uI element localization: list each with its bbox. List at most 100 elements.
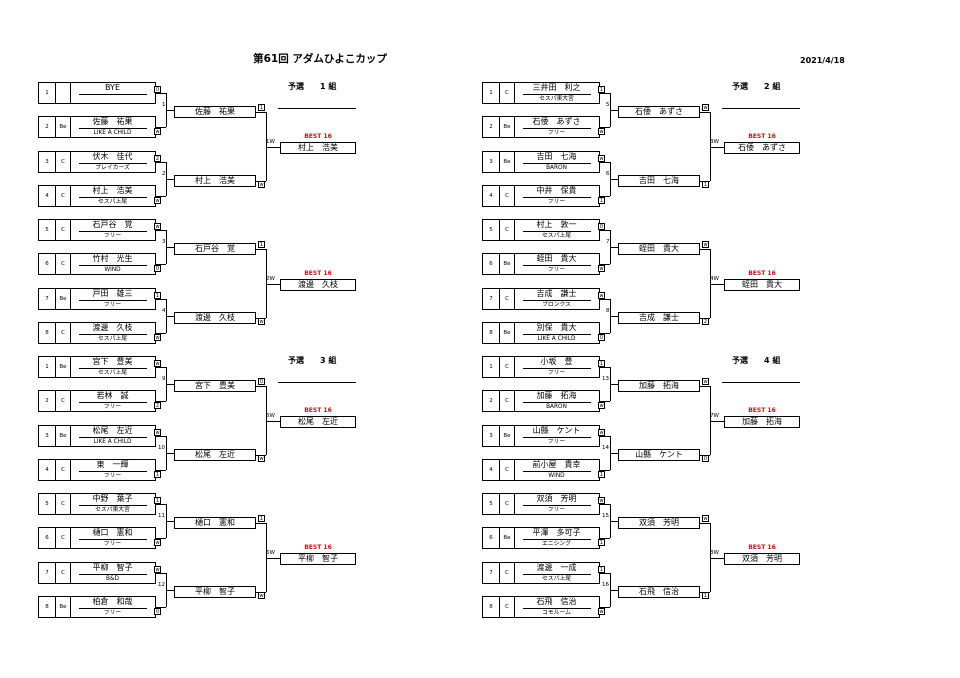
- rank-badge: C: [56, 220, 71, 240]
- bracket-line: [266, 386, 267, 455]
- rank-badge: C: [56, 254, 71, 274]
- player-name: 渡邊 久枝: [92, 323, 133, 332]
- player-name: 村上 浩美: [92, 186, 133, 195]
- bracket-line: [266, 558, 280, 559]
- bracket-line: [610, 521, 620, 522]
- name-underline: [79, 368, 147, 369]
- match-winner: 佐藤 祐果: [174, 106, 256, 118]
- rank-badge: Be: [56, 597, 71, 617]
- final-match-number: 4W: [710, 276, 719, 282]
- bracket-line: [600, 367, 610, 368]
- seed-number: 4: [483, 186, 500, 206]
- name-underline: [523, 163, 591, 164]
- bracket-line: [256, 455, 266, 456]
- bracket-line: [600, 504, 610, 505]
- name-underline: [523, 334, 591, 335]
- rank-badge: Be: [56, 357, 71, 377]
- event-date: 2021/4/18: [800, 56, 845, 65]
- bracket-line: [700, 318, 710, 319]
- bracket-line: [156, 230, 166, 231]
- club-name: フリー: [103, 610, 122, 616]
- player-name: 佐藤 祐果: [92, 117, 133, 126]
- bracket-line: [710, 147, 724, 148]
- player-name: 松尾 左近: [92, 426, 133, 435]
- bracket-line: [256, 592, 266, 593]
- club-name: B&D: [106, 576, 119, 582]
- player-name: 三井田 利之: [532, 83, 581, 92]
- best16-label: BEST 16: [304, 270, 332, 277]
- seed-number: 8: [39, 323, 56, 343]
- match-winner: 渡邊 久枝: [174, 312, 256, 324]
- club-name: ブロンクス: [542, 302, 571, 308]
- player-name: 樋口 憲和: [92, 528, 133, 537]
- club-name: セスパ上尾: [542, 233, 571, 239]
- score-box: 1: [154, 471, 161, 478]
- match-winner: 石倭 あずさ: [618, 106, 700, 118]
- seed-number: 3: [483, 426, 500, 446]
- club-name: フリー: [547, 130, 566, 136]
- bracket-line: [266, 112, 267, 181]
- seed-number: 4: [39, 186, 56, 206]
- rank-badge: C: [56, 186, 71, 206]
- block-winner: 蛭田 貴大: [724, 279, 800, 291]
- seed-number: 2: [39, 117, 56, 137]
- match-winner: 石戸谷 覚: [174, 243, 256, 255]
- score-box: w: [598, 128, 605, 135]
- bracket-line: [610, 453, 620, 454]
- score-box: 1: [258, 104, 265, 111]
- name-underline: [79, 265, 147, 266]
- name-underline: [523, 368, 591, 369]
- club-name: BARON: [546, 165, 567, 171]
- rank-badge: Be: [500, 254, 515, 274]
- bracket-line: [166, 179, 176, 180]
- player-name: 渡邊 一成: [536, 563, 577, 572]
- final-match-number: 7W: [710, 413, 719, 419]
- seed-number: 8: [483, 597, 500, 617]
- seed-number: 3: [39, 152, 56, 172]
- best16-label: BEST 16: [748, 270, 776, 277]
- player-name: 山縣 ケント: [532, 426, 581, 435]
- player-name: 石飛 信治: [536, 597, 577, 606]
- club-name: LIKE A CHILD: [93, 130, 132, 136]
- score-box: w: [258, 181, 265, 188]
- club-name: セスパ上尾: [98, 199, 127, 205]
- rank-badge: Be: [56, 289, 71, 309]
- name-underline: [79, 334, 147, 335]
- best16-label: BEST 16: [304, 133, 332, 140]
- rank-badge: C: [56, 391, 71, 411]
- bracket-line: [700, 386, 710, 387]
- seed-number: 7: [483, 563, 500, 583]
- bracket-line: [710, 284, 724, 285]
- match-number: 6: [606, 171, 610, 177]
- bracket-line: [610, 179, 620, 180]
- name-underline: [523, 94, 591, 95]
- player-name: 双須 芳明: [536, 494, 577, 503]
- bracket-line: [600, 196, 610, 197]
- name-underline: [79, 402, 147, 403]
- seed-number: 2: [39, 391, 56, 411]
- seed-number: 2: [483, 117, 500, 137]
- bracket-line: [600, 299, 610, 300]
- bracket-line: [600, 607, 610, 608]
- bracket-line: [700, 455, 710, 456]
- bracket-line: [156, 196, 166, 197]
- club-name: LIKE A CHILD: [537, 336, 576, 342]
- seed-number: 5: [483, 220, 500, 240]
- bracket-line: [266, 523, 267, 592]
- club-name: [70, 94, 155, 104]
- score-box: 1: [598, 360, 605, 367]
- bracket-line: [156, 333, 166, 334]
- name-underline: [79, 608, 147, 609]
- score-box: 1: [154, 292, 161, 299]
- player-name: 平澤 多可子: [532, 528, 581, 537]
- bracket-line: [710, 112, 711, 181]
- header-rule: [278, 108, 356, 109]
- rank-badge: C: [500, 494, 515, 514]
